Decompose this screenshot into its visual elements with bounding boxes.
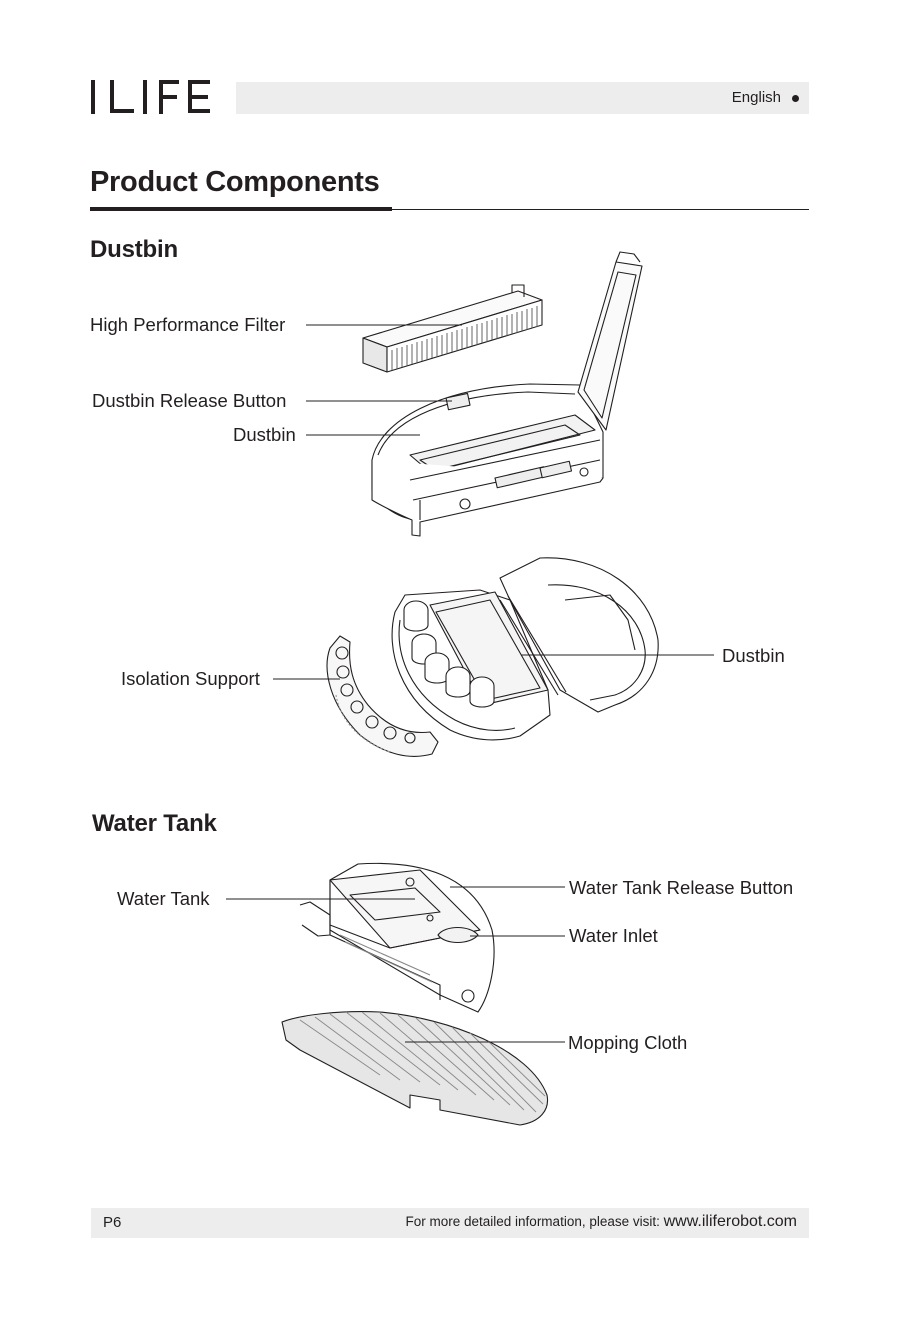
page-number: P6 <box>103 1214 121 1231</box>
callout-isolation-support: Isolation Support <box>121 668 260 690</box>
callout-dustbin-release-button: Dustbin Release Button <box>92 390 286 412</box>
callout-water-tank: Water Tank <box>117 888 210 910</box>
dustbin-halves-illustration <box>392 558 658 740</box>
callout-water-tank-release-button: Water Tank Release Button <box>569 877 793 899</box>
callout-dustbin-top: Dustbin <box>233 424 296 446</box>
filter-illustration <box>363 285 542 372</box>
callout-high-performance-filter: High Performance Filter <box>90 314 285 336</box>
section-title-water-tank: Water Tank <box>92 810 217 838</box>
callout-dustbin-bottom: Dustbin <box>722 645 785 667</box>
footer-url-link[interactable]: www.iliferobot.com <box>664 1213 797 1230</box>
mopping-cloth-illustration <box>282 1012 548 1125</box>
callout-mopping-cloth: Mopping Cloth <box>568 1032 687 1054</box>
footer-bar: P6 For more detailed information, please… <box>91 1208 809 1238</box>
footer-info: For more detailed information, please vi… <box>406 1213 798 1231</box>
water-tank-illustration <box>300 863 494 1012</box>
callout-water-inlet: Water Inlet <box>569 925 658 947</box>
footer-info-text: For more detailed information, please vi… <box>406 1214 664 1229</box>
